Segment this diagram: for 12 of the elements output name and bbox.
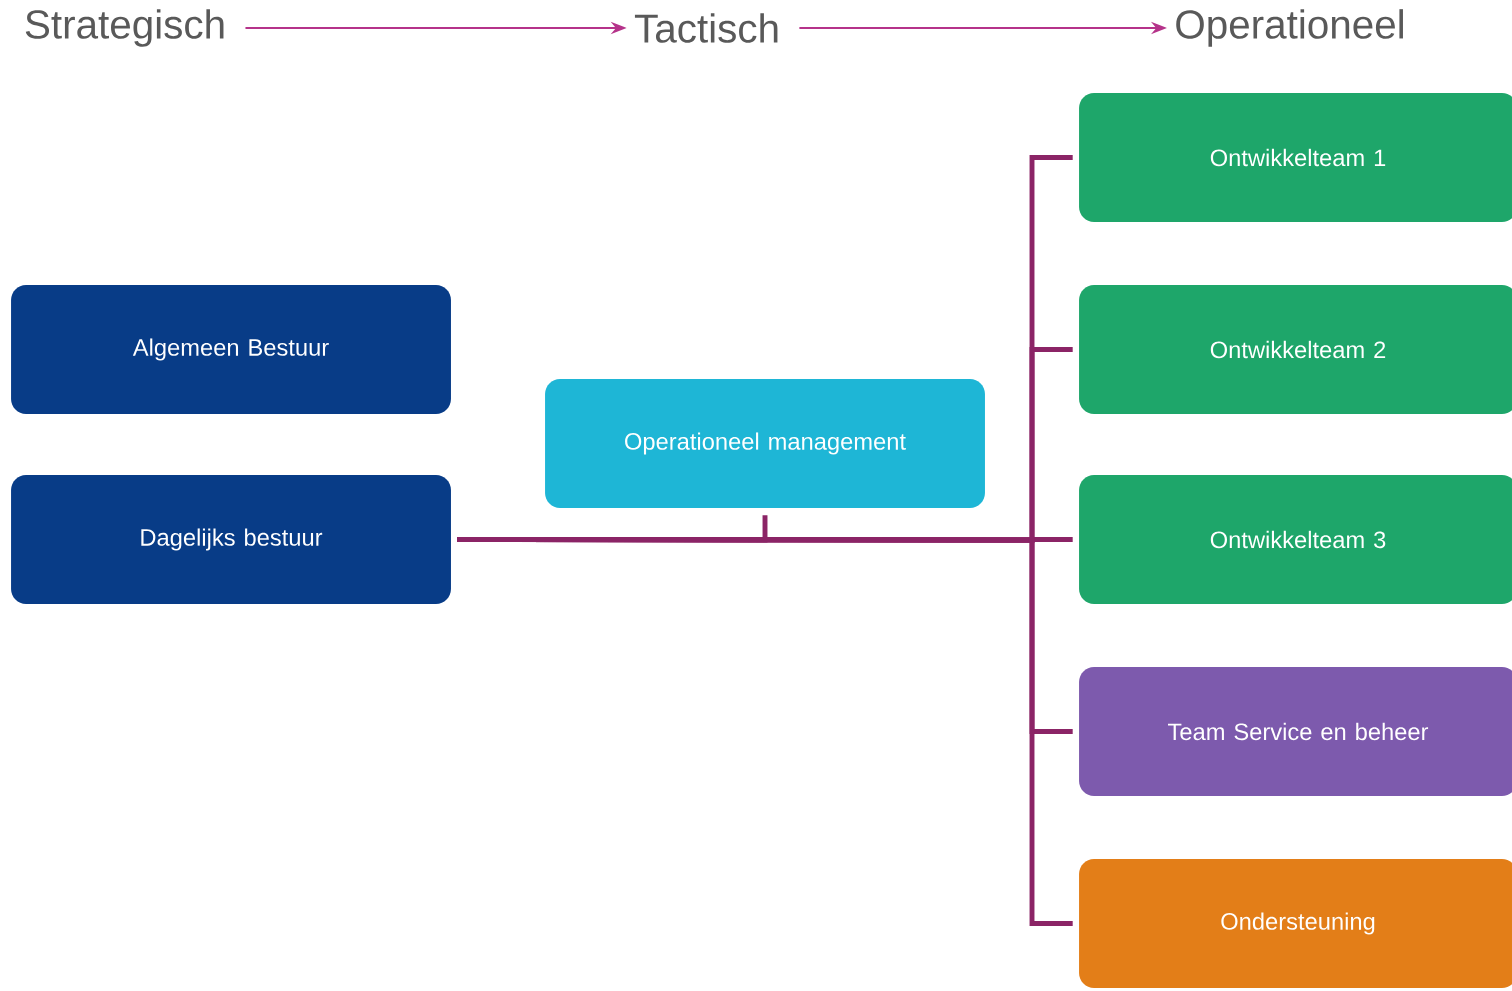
level-heading: Tactisch [634, 13, 778, 43]
org-box: Operationeel management [545, 379, 985, 508]
level-heading: Strategisch [25, 9, 224, 47]
connector-line [457, 537, 1073, 926]
org-box: Ontwikkelteam 1 [1079, 93, 1512, 222]
level-heading: Operationeel [1176, 9, 1403, 47]
org-box: Dagelijks bestuur [11, 475, 451, 604]
org-box: Ondersteuning [1079, 859, 1512, 988]
org-box: Algemeen Bestuur [11, 285, 451, 414]
org-box: Team Service en beheer [1079, 667, 1512, 796]
org-box: Ontwikkelteam 3 [1079, 475, 1512, 604]
org-box: Ontwikkelteam 2 [1079, 285, 1512, 414]
